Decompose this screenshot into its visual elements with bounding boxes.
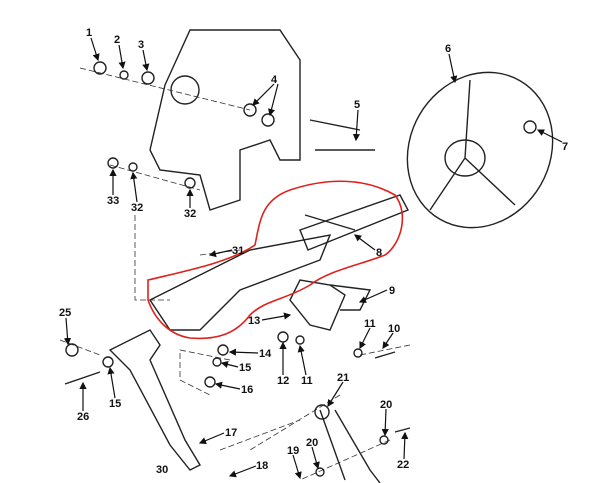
callout-16: 16 — [241, 384, 253, 396]
steering-wheel — [406, 71, 554, 229]
callout-30: 30 — [156, 464, 168, 476]
callout-22: 22 — [397, 459, 409, 471]
callout-32: 32 — [131, 202, 143, 214]
highlight-outline — [147, 180, 404, 340]
leader-lines — [63, 37, 563, 480]
callout-15b: 15 — [109, 398, 121, 410]
callout-3: 3 — [138, 39, 144, 51]
callout-20b: 20 — [380, 399, 392, 411]
callout-8: 8 — [376, 247, 382, 259]
callout-11: 11 — [364, 318, 376, 330]
callout-2: 2 — [114, 34, 120, 46]
callout-9: 9 — [389, 285, 395, 297]
mounting-bracket — [149, 29, 301, 211]
callout-1: 1 — [86, 27, 92, 39]
callout-33: 33 — [107, 195, 119, 207]
callout-18: 18 — [256, 460, 268, 472]
callout-4: 4 — [271, 74, 278, 86]
callout-21: 21 — [337, 372, 349, 384]
callout-7: 7 — [562, 141, 568, 153]
callout-32b: 32 — [184, 208, 196, 220]
callout-14: 14 — [259, 348, 272, 360]
callout-15: 15 — [239, 362, 251, 374]
column-tube — [299, 194, 409, 251]
callout-10: 10 — [388, 323, 400, 335]
callout-13: 13 — [248, 315, 260, 327]
callout-31: 31 — [232, 245, 244, 257]
callout-26: 26 — [77, 411, 89, 423]
callout-6: 6 — [445, 43, 451, 55]
callout-5: 5 — [354, 99, 360, 111]
callout-25: 25 — [59, 307, 71, 319]
callout-17: 17 — [225, 427, 237, 439]
callout-20: 20 — [306, 437, 318, 449]
callout-19: 19 — [287, 445, 299, 457]
lower-shaft — [108, 329, 201, 471]
callout-11b: 11 — [301, 375, 313, 387]
callout-12: 12 — [277, 375, 289, 387]
